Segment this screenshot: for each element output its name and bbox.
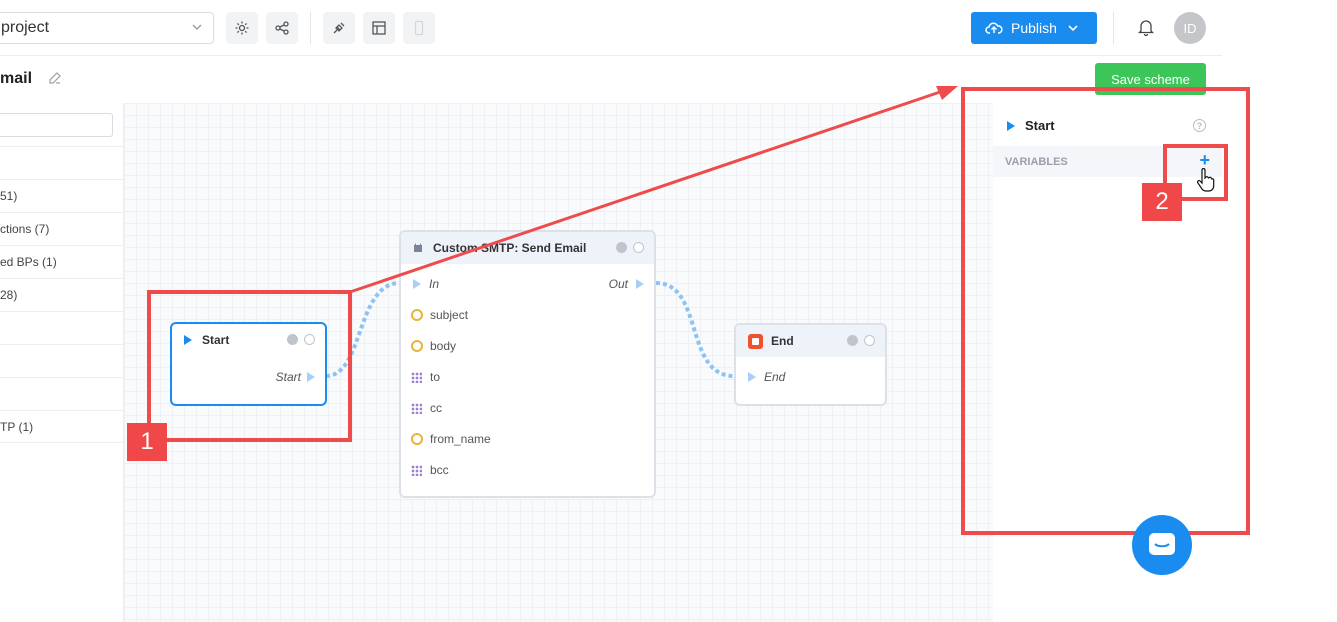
settings-button[interactable] [226,12,258,44]
info-icon[interactable] [847,335,858,346]
sidebar-item[interactable]: ed BPs (1) [0,245,124,278]
param-cc[interactable]: cc [411,401,442,415]
connector-button[interactable] [323,12,355,44]
chevron-down-icon [1068,25,1078,32]
variables-section: VARIABLES + [993,146,1222,177]
panel-title: Start [1007,118,1055,133]
string-pin-icon [411,340,423,352]
end-node[interactable]: End End [734,323,887,406]
hand-cursor-icon [1197,168,1215,192]
param-body[interactable]: body [411,339,456,353]
sidebar-item[interactable] [0,377,124,410]
connector-lines [325,281,735,378]
layout-button[interactable] [363,12,395,44]
annotation-tag-2: 2 [1142,183,1182,221]
param-from-name[interactable]: from_name [411,432,491,446]
scheme-canvas[interactable]: Start Start Custom SMTP: Send Email In O… [124,103,993,622]
sidebar-item[interactable]: 51) [0,179,124,212]
out-pin[interactable]: Out [609,277,644,291]
stop-icon [748,333,763,349]
page-title-text: mail [0,70,33,87]
calendar-icon [414,243,422,252]
variables-label: VARIABLES [1005,155,1068,168]
comment-icon[interactable] [864,335,875,346]
sidebar-item[interactable]: ctions (7) [0,212,124,245]
end-node-title: End [771,334,794,348]
send-email-node-header: Custom SMTP: Send Email [401,232,654,264]
layout-icon [372,21,386,35]
chat-widget-button[interactable] [1132,515,1192,575]
send-email-node[interactable]: Custom SMTP: Send Email In Out subject b… [399,230,656,498]
exec-pin-icon [636,279,644,289]
publish-button[interactable]: Publish [971,12,1097,44]
end-in-pin[interactable]: End [748,370,785,384]
add-variable-button[interactable]: + [1199,150,1210,170]
project-select[interactable]: project [0,12,214,44]
info-icon[interactable] [616,242,627,253]
avatar[interactable]: ID [1174,12,1206,44]
start-out-pin[interactable]: Start [276,370,315,384]
start-node[interactable]: Start Start [170,322,327,406]
plug-icon [333,22,345,34]
string-pin-icon [411,309,423,321]
play-icon [184,335,192,345]
play-icon [1007,120,1015,131]
publish-label: Publish [1011,20,1057,36]
help-icon[interactable]: ? [1193,119,1206,132]
chevron-down-icon [192,24,202,30]
gear-icon [235,21,249,35]
in-pin[interactable]: In [413,277,439,291]
array-pin-icon [411,371,422,383]
sidebar-item[interactable]: TP (1) [0,410,124,443]
start-node-title: Start [202,333,230,347]
string-pin-icon [411,433,423,445]
annotation-tag-1: 1 [127,423,167,461]
param-bcc[interactable]: bcc [411,463,449,477]
share-icon [275,21,289,35]
sidebar-item[interactable] [0,146,124,179]
mobile-preview-button[interactable] [403,12,435,44]
cloud-upload-icon [985,22,1003,34]
bell-icon[interactable] [1138,19,1154,36]
annotation-box-2 [1163,144,1228,201]
array-pin-icon [411,402,422,414]
share-button[interactable] [266,12,298,44]
array-pin-icon [411,464,422,476]
exec-pin-icon [748,372,756,382]
project-name: project [1,19,50,36]
comment-icon[interactable] [633,242,644,253]
toolbar-divider [310,12,311,44]
exec-pin-icon [307,372,315,382]
annotation-box-1 [147,290,352,442]
chat-icon [1149,533,1175,555]
toolbar-divider [1113,12,1114,44]
sidebar-item[interactable]: 28) [0,278,124,311]
blocks-sidebar: 51) ctions (7) ed BPs (1) 28) TP (1) [0,103,124,622]
sidebar-search-input[interactable] [0,113,113,137]
edit-icon[interactable] [48,71,62,85]
page-title: mail [0,70,62,88]
sidebar-item[interactable] [0,344,124,377]
exec-pin-icon [413,279,421,289]
comment-icon[interactable] [304,334,315,345]
start-node-header: Start [172,324,325,356]
sidebar-item[interactable] [0,311,124,344]
top-bar: project Publish ID [0,0,1222,56]
mobile-icon [414,20,424,36]
info-icon[interactable] [287,334,298,345]
param-to[interactable]: to [411,370,440,384]
annotation-box-panel [961,87,1250,535]
end-node-header: End [736,325,885,357]
param-subject[interactable]: subject [411,308,468,322]
